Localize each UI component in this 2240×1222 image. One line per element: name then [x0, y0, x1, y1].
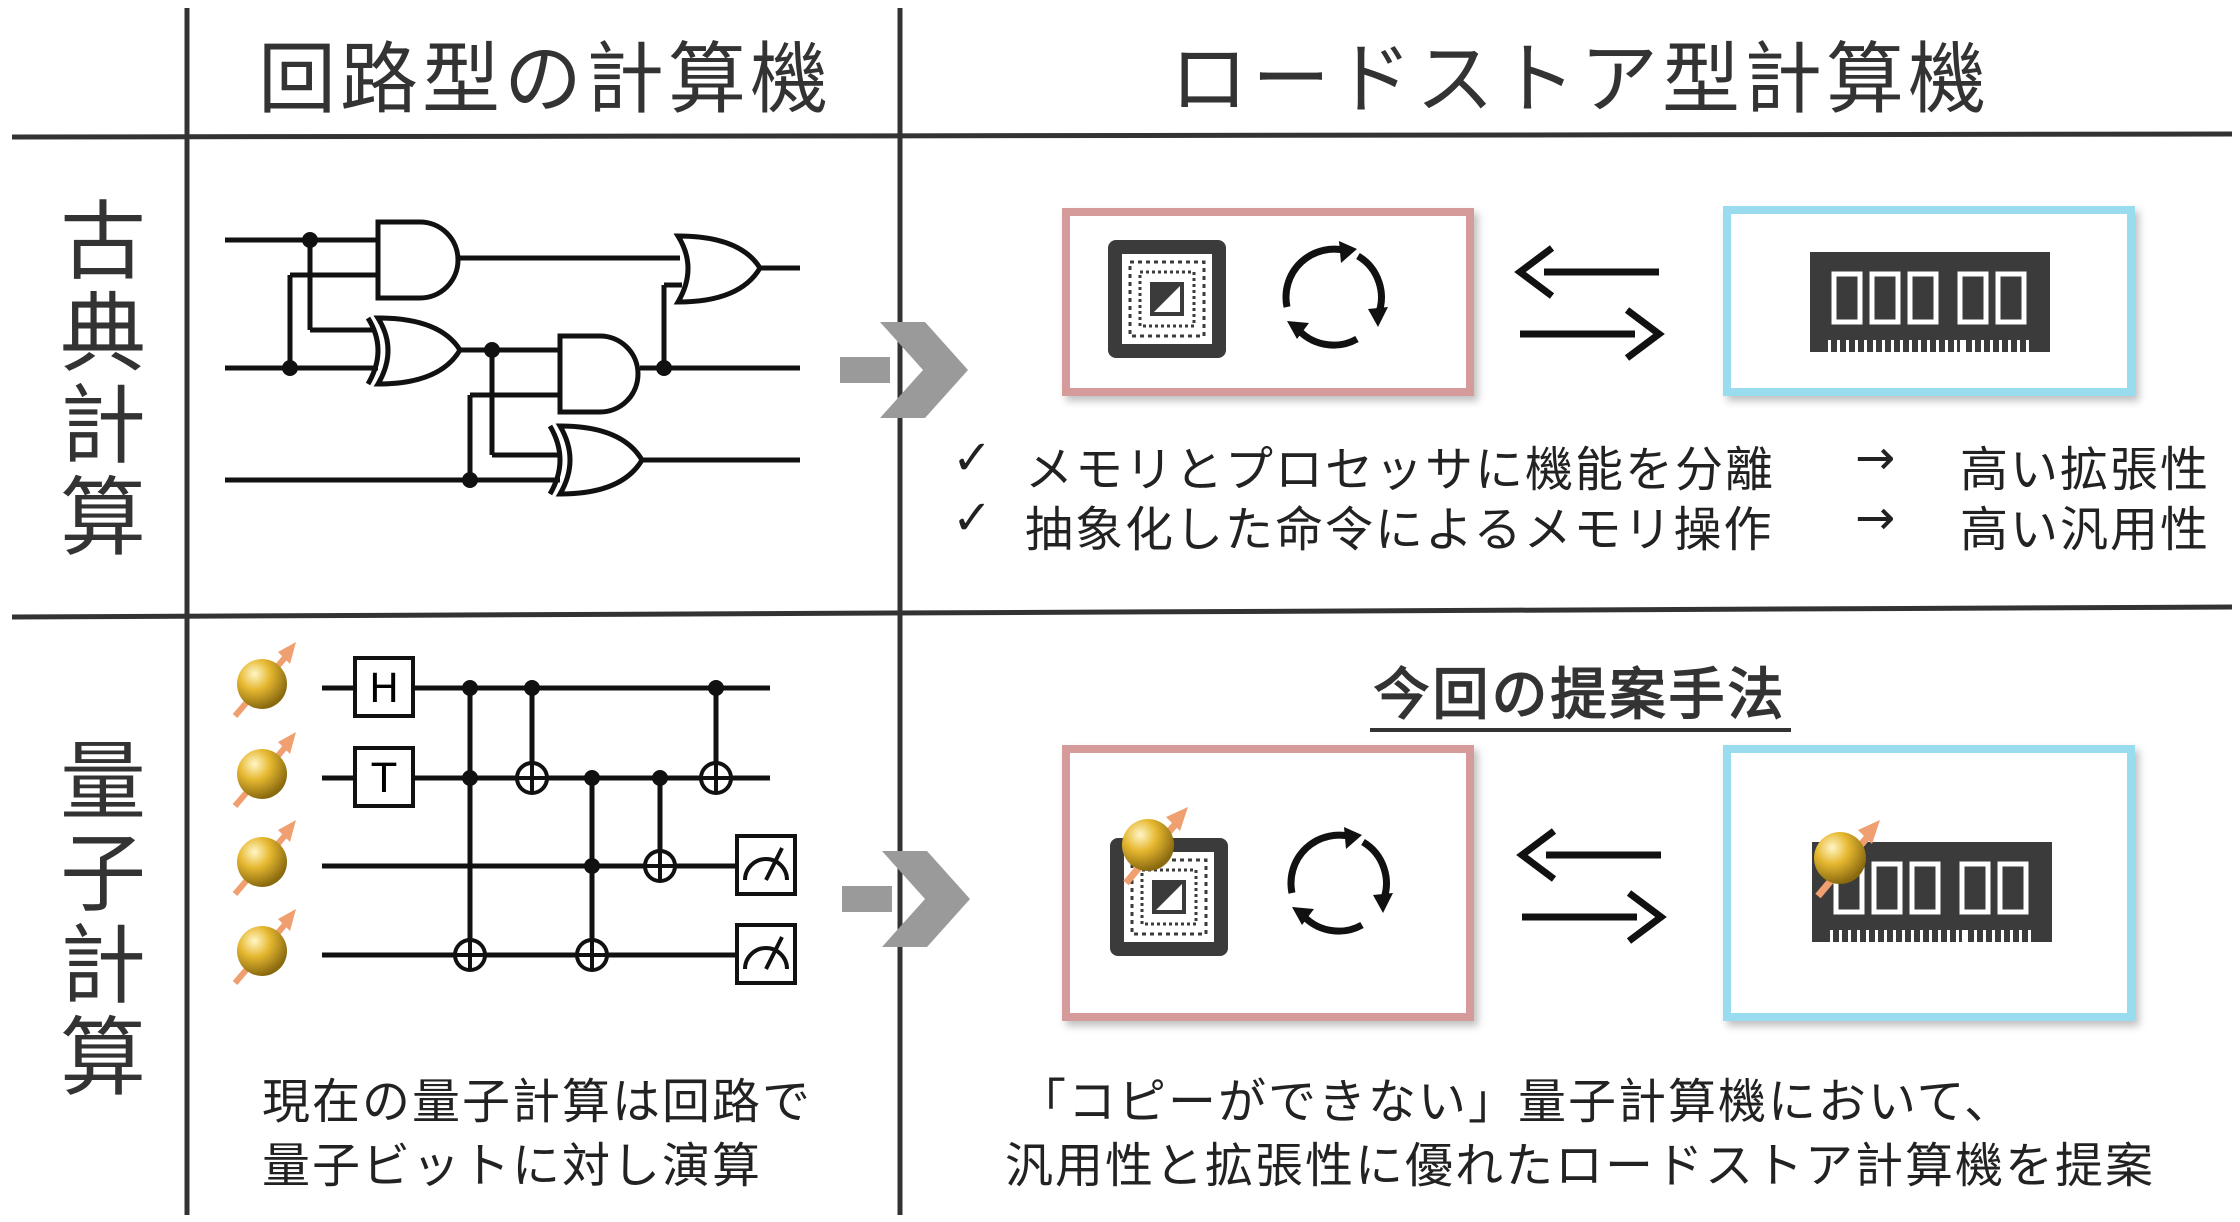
swap-arrows-icon	[1522, 831, 1661, 941]
quantum-circuit-caption-line: 現在の量子計算は回路で	[262, 1074, 813, 1130]
feature-arrow: →	[1855, 430, 1898, 486]
measurement-icon	[735, 834, 797, 896]
t-gate	[353, 746, 415, 808]
right-chevron-arrow-icon	[840, 322, 968, 418]
qubit-icon	[232, 820, 296, 896]
feature-result: 高い拡張性	[1960, 442, 2211, 498]
proposal-caption-line: 汎用性と拡張性に優れたロードストア計算機を提案	[1005, 1138, 2156, 1194]
feature-arrow: →	[1855, 490, 1898, 546]
quantum-circuit-caption-line: 量子ビットに対し演算	[262, 1138, 763, 1194]
feature-check-icon: ✓	[952, 430, 995, 486]
row-label-classical: 古典計算	[44, 196, 145, 564]
proposal-caption-line: 「コピーができない」量子計算機において、	[1018, 1074, 2015, 1130]
feature-text: 抽象化した命令によるメモリ操作	[1025, 502, 1774, 558]
feature-result: 高い汎用性	[1960, 502, 2211, 558]
qubit-icon	[232, 732, 296, 808]
qubit-icon	[232, 909, 296, 985]
qubit-icon	[232, 642, 296, 718]
memory-module-icon	[1810, 252, 2050, 354]
measurement-icon	[735, 923, 797, 985]
swap-arrows-icon	[1520, 248, 1659, 358]
hadamard-gate-label: H	[369, 666, 399, 712]
feature-check-icon: ✓	[952, 490, 995, 546]
t-gate-label: T	[371, 756, 397, 802]
header-load-store-model: ロードストア型計算機	[1169, 35, 1990, 125]
feature-text: メモリとプロセッサに機能を分離	[1025, 442, 1776, 498]
row-label-quantum: 量子計算	[44, 736, 145, 1104]
hadamard-gate	[353, 656, 415, 718]
header-circuit-model: 回路型の計算機	[257, 35, 832, 125]
right-chevron-arrow-icon	[842, 851, 970, 947]
proposal-title: 今回の提案手法	[1170, 650, 1990, 732]
processor-chip-icon	[1106, 238, 1228, 360]
